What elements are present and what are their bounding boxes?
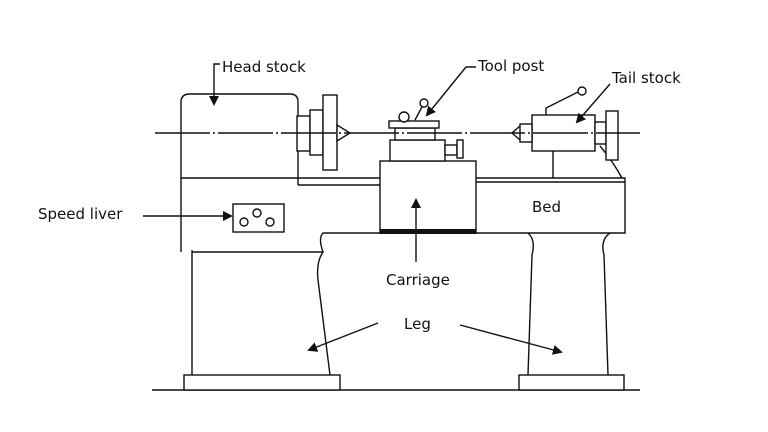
carriage bbox=[379, 160, 477, 234]
tool-post-arrow bbox=[425, 66, 476, 117]
right-leg bbox=[518, 232, 625, 391]
label-head-stock: Head stock bbox=[222, 58, 306, 76]
label-speed-lever: Speed liver bbox=[38, 205, 123, 223]
head-stock-arrow bbox=[209, 63, 220, 106]
label-carriage: Carriage bbox=[386, 271, 450, 289]
label-tail-stock: Tail stock bbox=[611, 69, 681, 87]
leg-arrow-left bbox=[307, 322, 379, 352]
left-leg bbox=[183, 250, 341, 391]
label-tool-post: Tool post bbox=[477, 57, 544, 75]
tool-post bbox=[388, 98, 464, 162]
label-bed: Bed bbox=[532, 198, 561, 216]
speed-lever-box bbox=[232, 203, 285, 233]
tail-stock-arrow bbox=[575, 83, 611, 124]
leg-arrow-right bbox=[459, 324, 563, 355]
label-leg: Leg bbox=[404, 315, 431, 333]
